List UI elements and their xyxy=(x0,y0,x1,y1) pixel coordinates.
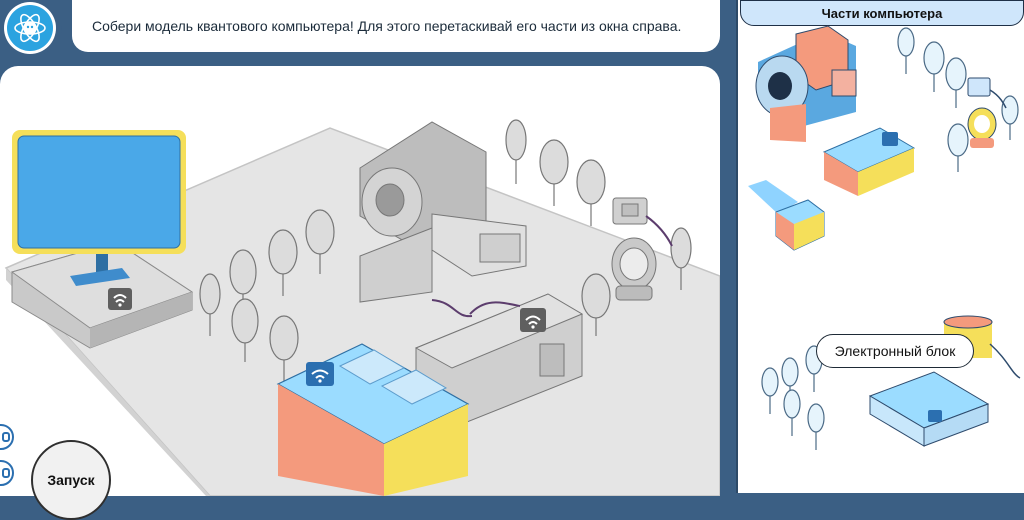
wifi-icon xyxy=(520,308,546,332)
sensor-trees xyxy=(199,119,692,382)
sound-icon xyxy=(2,432,10,442)
chip-item[interactable] xyxy=(822,127,916,196)
instruction-text: Собери модель квантового компьютера! Для… xyxy=(92,18,682,34)
electronic-box-item[interactable] xyxy=(868,371,990,447)
sensor-part[interactable] xyxy=(611,197,673,301)
launch-label: Запуск xyxy=(47,472,95,488)
laser-part-item[interactable] xyxy=(755,25,857,142)
atom-logo-icon xyxy=(7,5,53,51)
panel-title: Части компьютера xyxy=(740,0,1024,26)
tooltip-text: Электронный блок xyxy=(834,343,956,359)
monitor-part[interactable] xyxy=(10,130,194,349)
instruction-bar: Собери модель квантового компьютера! Для… xyxy=(72,0,720,52)
electronic-block-part[interactable] xyxy=(414,293,584,429)
assembly-workspace[interactable] xyxy=(0,66,720,496)
wifi-icon xyxy=(108,288,132,310)
tree-items[interactable] xyxy=(761,27,1019,450)
laser-source-part[interactable] xyxy=(359,121,527,318)
part-tooltip: Электронный блок xyxy=(816,334,974,368)
wifi-icon xyxy=(306,362,334,386)
beam-item[interactable] xyxy=(748,180,825,251)
app-logo[interactable] xyxy=(0,0,62,56)
parts-panel: Части компьютера xyxy=(736,0,1024,493)
launch-button[interactable]: Запуск xyxy=(31,440,111,520)
chip-block-part[interactable] xyxy=(276,343,470,496)
panel-title-text: Части компьютера xyxy=(821,5,943,21)
sensor-item[interactable] xyxy=(967,77,1007,148)
info-icon xyxy=(2,468,10,478)
